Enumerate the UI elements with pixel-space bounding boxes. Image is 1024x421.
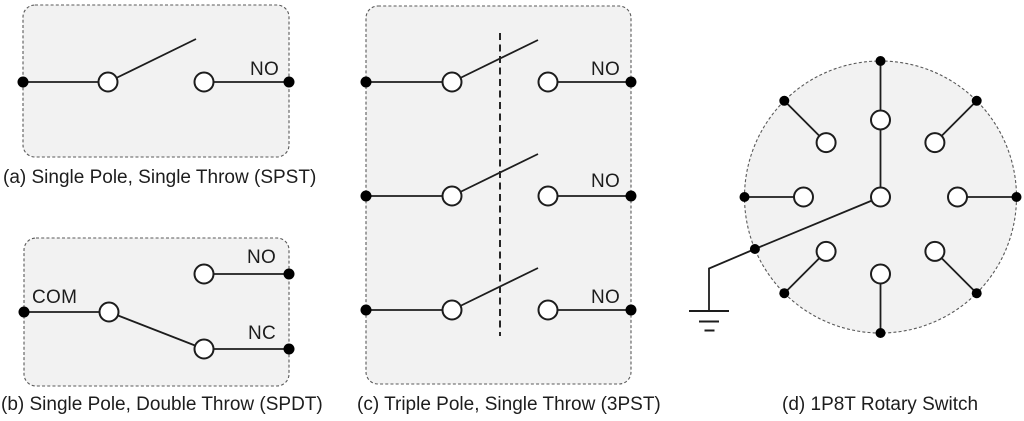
spdt-nc-label: NC [248, 323, 277, 344]
spst-enclosure [22, 4, 290, 158]
spdt-no-label: NO [247, 247, 277, 268]
tpst-pole1-pole-contact [441, 71, 463, 93]
rotary-terminal-dot-s [875, 328, 886, 338]
tpst-pole3-lever [451, 267, 539, 311]
tpst-pole1-throw-contact [537, 71, 559, 93]
tpst-pole2-right-terminal-dot [625, 190, 637, 202]
spdt-com-label: COM [32, 287, 78, 308]
rotary-wiper-output-wire [708, 196, 881, 311]
tpst-enclosure [365, 5, 632, 385]
rotary-contact-n [870, 109, 891, 131]
rotary-diagram [689, 56, 1022, 338]
spdt-nc-contact [193, 338, 215, 360]
tpst-caption: (c) Triple Pole, Single Throw (3PST) [357, 394, 661, 415]
spst-right-terminal-dot [283, 76, 295, 88]
spst-pole-contact [97, 71, 119, 93]
tpst-pole3-right-terminal-dot [625, 304, 637, 316]
tpst-pole3-pole-contact [441, 299, 463, 321]
rotary-wiper-hub-contact [870, 186, 891, 208]
tpst-pole1-right-terminal-dot [625, 76, 637, 88]
tpst-pole2-throw-contact [537, 185, 559, 207]
tpst-pole2-lever [451, 153, 539, 197]
rotary-terminal-dot-nw [779, 95, 790, 106]
tpst-no-label-3: NO [591, 287, 621, 308]
spst-diagram [17, 4, 295, 158]
rotary-contact-e [947, 186, 968, 208]
ground-symbol-icon [689, 310, 729, 332]
rotary-contact-s [870, 263, 891, 285]
rotary-contact-nw [815, 132, 837, 154]
rotary-contact-ne [924, 132, 946, 154]
spdt-pole-contact [98, 301, 120, 323]
rotary-caption: (d) 1P8T Rotary Switch [782, 394, 979, 415]
spdt-nc-terminal-dot [283, 343, 295, 355]
rotary-contact-sw [815, 240, 837, 262]
rotary-terminal-dot-w [739, 192, 750, 202]
rotary-terminal-dot-ne [971, 95, 982, 106]
spdt-no-terminal-dot [283, 268, 295, 280]
tpst-pole2-left-terminal-dot [360, 190, 372, 202]
spdt-no-contact [193, 263, 215, 285]
spdt-caption: (b) Single Pole, Double Throw (SPDT) [1, 394, 323, 415]
rotary-terminal-dot-n [875, 56, 886, 66]
spst-no-label: NO [250, 59, 280, 80]
spst-left-terminal-dot [17, 76, 29, 88]
spst-lever [107, 38, 197, 83]
tpst-pole3-left-terminal-dot [360, 304, 372, 316]
tpst-no-label-1: NO [591, 59, 621, 80]
tpst-pole1-left-terminal-dot [360, 76, 372, 88]
rotary-terminal-dot-se [971, 288, 982, 299]
spdt-com-terminal-dot [18, 306, 30, 318]
tpst-pole2-pole-contact [441, 185, 463, 207]
tpst-pole1-lever [451, 39, 539, 83]
rotary-wiper-exit-dot [749, 244, 760, 254]
rotary-contact-se [924, 240, 946, 262]
rotary-terminal-dot-e [1011, 192, 1022, 202]
tpst-diagram [360, 5, 637, 385]
tpst-no-label-2: NO [591, 171, 621, 192]
tpst-pole3-throw-contact [537, 299, 559, 321]
rotary-terminal-dot-sw [779, 288, 790, 299]
spdt-diagram [18, 237, 295, 387]
spst-caption: (a) Single Pole, Single Throw (SPST) [3, 167, 317, 188]
spdt-lever [108, 311, 205, 350]
spst-throw-contact [193, 71, 215, 93]
rotary-contact-w [793, 186, 814, 208]
